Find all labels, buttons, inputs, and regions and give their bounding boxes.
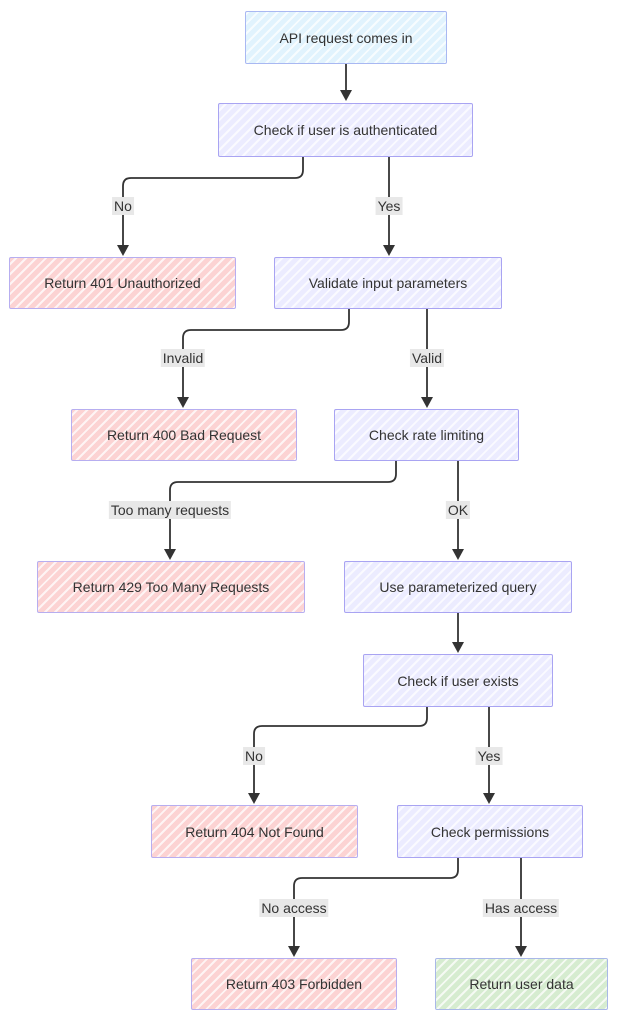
arrowhead [515,946,527,957]
arrowhead [483,793,495,804]
node-check-auth: Check if user is authenticated [218,103,473,157]
node-validate-input: Validate input parameters [274,257,502,309]
arrowhead [164,549,176,560]
edge-label-auth-no: No [112,197,134,215]
node-return-403: Return 403 Forbidden [191,958,397,1010]
edge-rate-too-many [169,461,397,551]
edge-label-perm-has-access: Has access [482,899,560,917]
node-api-request: API request comes in [245,11,447,64]
node-return-400: Return 400 Bad Request [71,409,297,461]
arrowhead [452,549,464,560]
edge-perm-no-access [293,858,459,948]
node-check-rate: Check rate limiting [334,409,519,461]
edge-label-exists-yes: Yes [475,747,503,765]
node-check-permissions: Check permissions [397,805,583,858]
node-return-429: Return 429 Too Many Requests [37,561,305,613]
arrowhead [248,793,260,804]
edge-label-input-valid: Valid [409,349,445,367]
edge-label-perm-no-access: No access [259,899,329,917]
edge-label-exists-no: No [243,747,265,765]
edge-label-input-invalid: Invalid [160,349,206,367]
arrowhead [117,245,129,256]
arrowhead [340,90,352,101]
node-param-query: Use parameterized query [344,561,572,613]
edge-label-auth-yes: Yes [375,197,403,215]
arrowhead [452,642,464,653]
edge-exists-no [253,707,428,795]
edge-label-rate-too-many: Too many requests [108,501,232,519]
node-return-404: Return 404 Not Found [151,805,358,858]
node-return-data: Return user data [435,958,608,1010]
arrowhead [177,397,189,408]
edge-label-rate-ok: OK [445,501,471,519]
node-check-exists: Check if user exists [363,654,553,707]
node-return-401: Return 401 Unauthorized [9,257,236,309]
edge-auth-no [122,157,304,247]
arrowhead [421,397,433,408]
arrowhead [288,946,300,957]
arrowhead [383,245,395,256]
edge-input-invalid [182,309,350,399]
